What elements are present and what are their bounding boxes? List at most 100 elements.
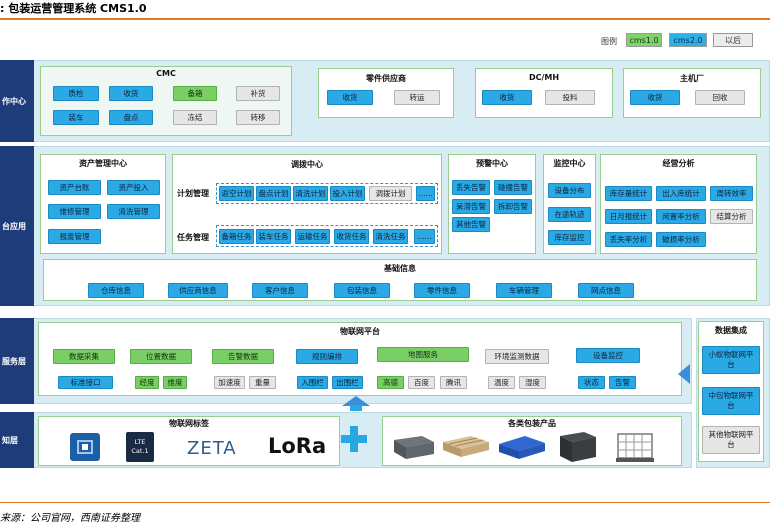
dcmh-feed: 投料 (545, 90, 595, 105)
integration-title: 数据集成 (715, 326, 747, 335)
lora-logo: LoRa (268, 434, 327, 458)
baseinfo-title: 基础信息 (384, 264, 416, 273)
baseinfo-warehouse: 仓库信息 (88, 283, 144, 298)
baseinfo-outlet: 网点信息 (578, 283, 634, 298)
plastic-pallet-icon (499, 436, 545, 459)
analysis-title: 经营分析 (662, 159, 695, 168)
iot-location-lng: 经度 (135, 376, 159, 389)
cmc-title: CMC (156, 69, 176, 78)
alert-other: 其他告警 (452, 217, 490, 232)
source-note: 来源：公司官网，西南证券整理 (0, 513, 140, 524)
task-transport: 运输任务 (295, 229, 330, 244)
dispatch-title: 调拨中心 (291, 160, 323, 169)
plan-count: 盘点计划 (256, 186, 291, 201)
iot-map-baidu: 百度 (408, 376, 435, 389)
cmc-load: 装车 (53, 110, 99, 125)
iot-collect: 数据采集 (53, 349, 115, 364)
figure-title: : 包装运营管理系统 CMS1.0 (0, 2, 147, 15)
cmc-replenish: 补货 (236, 86, 280, 101)
task-receive: 收货任务 (334, 229, 369, 244)
cmc-qc: 质检 (53, 86, 99, 101)
packaging-title: 各类包装产品 (508, 419, 556, 428)
row-label-service: 服务层 (0, 318, 34, 404)
iot-alarm-weight: 重量 (249, 376, 276, 389)
iot-env: 环境监测数据 (485, 349, 549, 364)
bottom-rule (0, 502, 770, 503)
iot-rules: 规则编排 (296, 349, 358, 364)
zeta-logo: ZETA (187, 438, 237, 459)
analysis-stock: 库存量统计 (605, 186, 652, 201)
task-prepare: 备箱任务 (219, 229, 254, 244)
alert-dismantle: 拆卸告警 (494, 199, 532, 214)
oem-recycle: 回收 (695, 90, 745, 105)
cmc-prepare: 备箱 (173, 86, 217, 101)
legend-later: 以后 (713, 33, 753, 47)
integration-other: 其他物联网平台 (702, 426, 760, 454)
analysis-inout: 出入库统计 (656, 186, 706, 201)
monitor-title: 监控中心 (553, 159, 586, 168)
alert-collision: 碰撞告警 (494, 180, 532, 195)
arrow-up-stem (350, 405, 362, 411)
analysis-turnover: 周转效率 (710, 186, 753, 201)
iot-map-amap: 高德 (377, 376, 404, 389)
plus-icon-bar (341, 435, 367, 443)
iot-collect-api: 标准接口 (58, 376, 113, 389)
baseinfo-parts: 零件信息 (414, 283, 470, 298)
alert-loss: 丢失告警 (452, 180, 490, 195)
plan-return: 返空计划 (219, 186, 254, 201)
legend-cms1: cms1.0 (626, 33, 662, 47)
legend-cms2: cms2.0 (669, 33, 707, 47)
asset-input: 资产投入 (107, 180, 160, 195)
iot-device-status: 状态 (578, 376, 605, 389)
tags-title: 物联网标签 (169, 419, 209, 428)
analysis-idle: 闲置率分析 (656, 209, 706, 224)
dcmh-title: DC/MH (528, 73, 560, 82)
baseinfo-panel (43, 259, 757, 301)
plastic-crate-icon (394, 436, 434, 459)
supplier-receive: 收货 (327, 90, 373, 105)
cmc-count: 盘点 (109, 110, 153, 125)
task-group (216, 225, 438, 247)
baseinfo-vehicle: 车辆管理 (496, 283, 552, 298)
iot-rules-in: 入围栏 (297, 376, 328, 389)
arrow-left-icon (678, 364, 690, 384)
iot-location: 位置数据 (130, 349, 192, 364)
row-label-perception: 知层 (0, 412, 34, 468)
wooden-pallet-icon (443, 436, 489, 457)
monitor-inventory: 库存监控 (548, 230, 591, 245)
cmc-freeze: 冻结 (173, 110, 217, 125)
top-rule (0, 18, 770, 20)
iot-rules-out: 出围栏 (332, 376, 363, 389)
iot-device-alarm: 告警 (609, 376, 636, 389)
legend-label: 图例 (601, 37, 617, 46)
iot-env-temp: 温度 (488, 376, 515, 389)
task-more: ...... (414, 229, 435, 244)
analysis-loss: 丢失率分析 (605, 232, 652, 247)
iot-device: 设备监控 (576, 348, 640, 363)
lte-chip-icon: LTE Cat.1 (126, 432, 154, 462)
plan-dispatch: 调拨计划 (369, 186, 412, 201)
asset-scrap: 报废管理 (48, 229, 101, 244)
task-clean: 清洗任务 (373, 229, 408, 244)
asset-ledger: 资产台账 (48, 180, 101, 195)
cmc-receive: 收货 (109, 86, 153, 101)
plan-label: 计划管理 (177, 189, 209, 198)
task-load: 装车任务 (256, 229, 291, 244)
cmc-transfer: 转移 (236, 110, 280, 125)
baseinfo-customer: 客户信息 (252, 283, 308, 298)
supplier-transship: 转运 (394, 90, 440, 105)
rfid-tag-icon (70, 433, 100, 461)
monitor-track: 在途轨迹 (548, 207, 591, 222)
plan-more: ...... (416, 186, 435, 201)
baseinfo-package: 包装信息 (334, 283, 390, 298)
plan-group (216, 183, 438, 204)
plan-clean: 清洗计划 (293, 186, 328, 201)
iot-alarm: 告警数据 (212, 349, 274, 364)
baseinfo-supplier: 供应商信息 (168, 283, 228, 298)
alert-idle: 呆滞告警 (452, 199, 490, 214)
iot-map: 地图服务 (377, 347, 469, 362)
row-label-platform: 台应用 (0, 146, 34, 306)
oem-title: 主机厂 (680, 74, 704, 83)
task-label: 任务管理 (177, 233, 209, 242)
wire-cage-icon (616, 433, 654, 462)
